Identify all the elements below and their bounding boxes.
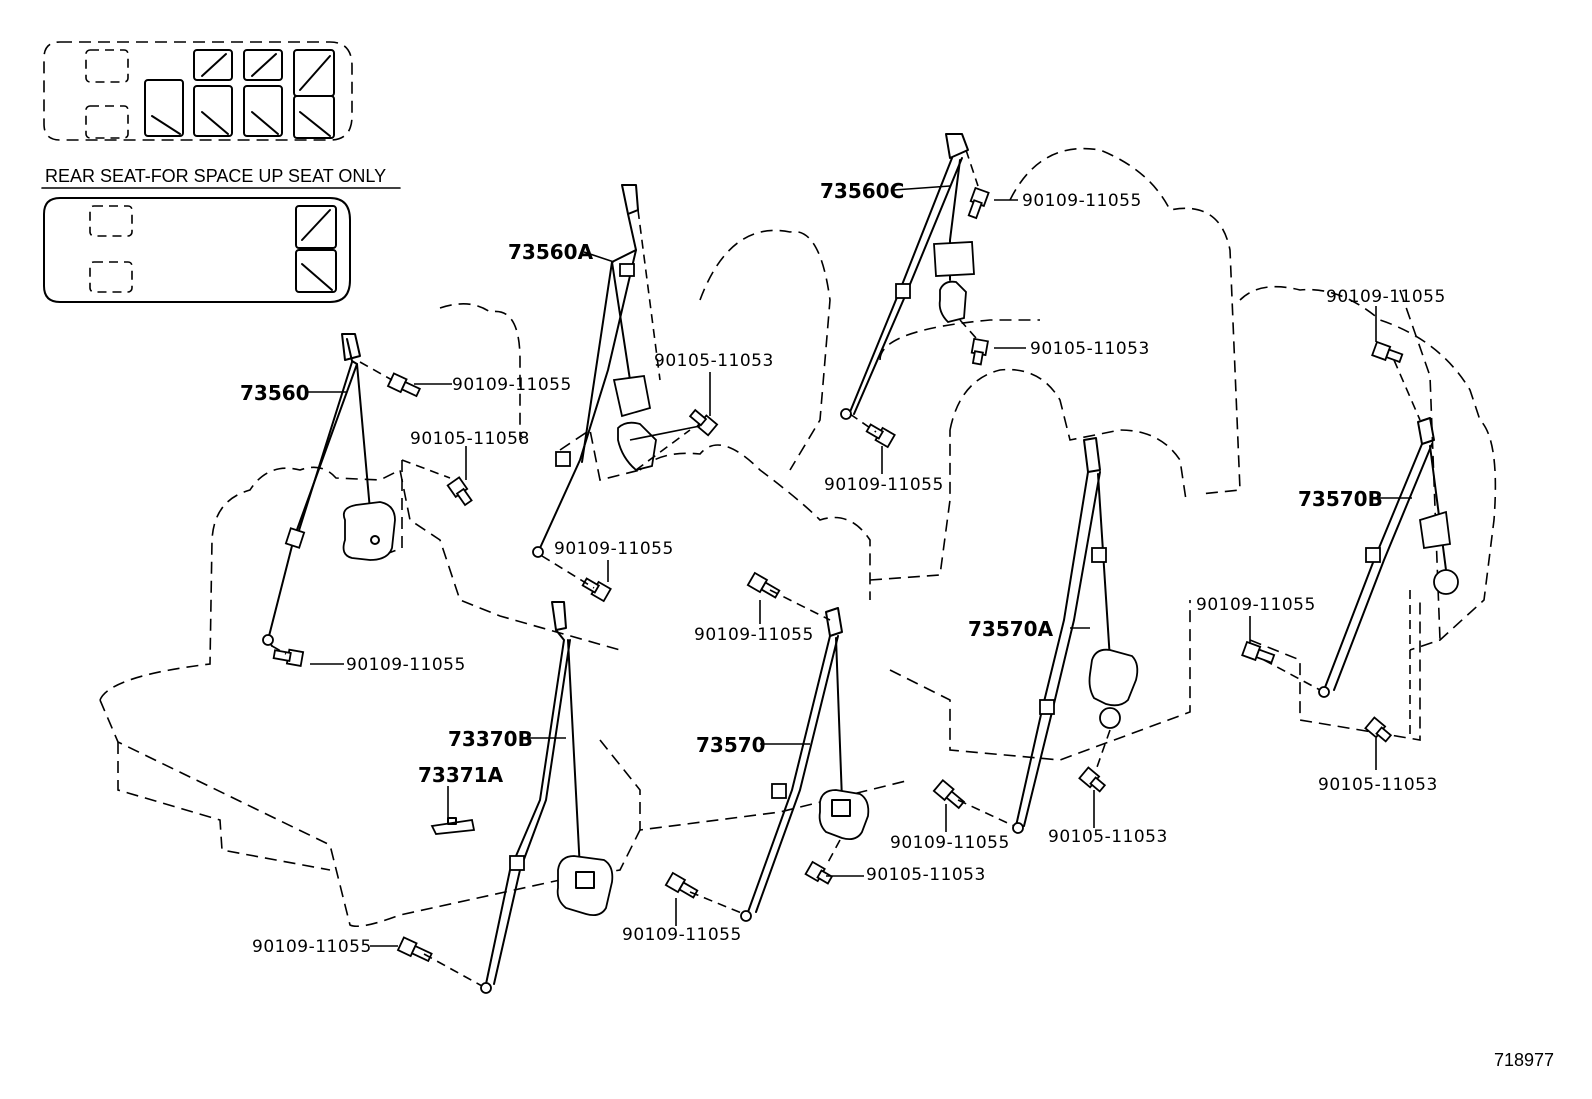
label-bolt: 90109-11055 (1326, 287, 1446, 307)
bolt-icon (386, 372, 422, 398)
label-bolt: 90109-11055 (1022, 191, 1142, 211)
label-bolt: 90109-11055 (622, 925, 742, 945)
label-bolt: 90105-11053 (1318, 775, 1438, 795)
bolt-icon (746, 571, 781, 599)
label-bolt: 90105-11058 (410, 429, 530, 449)
bolt-icon (446, 476, 473, 507)
label-73570B: 73570B (1298, 487, 1383, 511)
bolts (272, 186, 1404, 963)
bolt-icon (1241, 640, 1276, 664)
bolt-icon (865, 423, 896, 449)
label-73570A: 73570A (968, 617, 1054, 641)
bolt-icon (664, 871, 699, 899)
bolt-icon (804, 860, 834, 885)
label-73570: 73570 (696, 733, 766, 757)
seat-belt-73560 (262, 333, 396, 647)
label-73371A: 73371A (418, 763, 504, 787)
section-label: REAR SEAT-FOR SPACE UP SEAT ONLY (45, 166, 386, 186)
label-bolt: 90109-11055 (346, 655, 466, 675)
bolt-icon (396, 936, 433, 963)
label-bolt: 90109-11055 (694, 625, 814, 645)
bolt-icon (970, 337, 989, 366)
bolt-icon (932, 778, 966, 810)
leader-lines (306, 185, 1412, 947)
label-bolt: 90109-11055 (824, 475, 944, 495)
bolt-icon (1371, 340, 1404, 364)
label-bolt: 90109-11055 (1196, 595, 1316, 615)
seat-layout-inset-space-up (43, 197, 351, 303)
bolt-icon (272, 648, 305, 667)
figure-number: 718977 (1494, 1050, 1554, 1070)
part-labels: 73560 73560A 73560C 73570B 73570A 73370B… (240, 179, 1383, 787)
seat-belt-73570 (740, 607, 870, 922)
part-73371A-bracket (430, 817, 476, 835)
label-bolt: 90105-11053 (654, 351, 774, 371)
seat-belt-73570B (1318, 417, 1459, 698)
label-bolt: 90109-11055 (890, 833, 1010, 853)
label-bolt: 90109-11055 (452, 375, 572, 395)
label-bolt: 90105-11053 (1048, 827, 1168, 847)
bolt-icon (967, 186, 990, 220)
seat-outlines (99, 147, 1497, 928)
seat-layout-inset-full (43, 41, 353, 141)
label-73560: 73560 (240, 381, 310, 405)
label-bolt: 90109-11055 (554, 539, 674, 559)
bolt-icon (1364, 716, 1393, 743)
label-73560A: 73560A (508, 240, 594, 264)
label-bolt: 90105-11053 (866, 865, 986, 885)
bolt-labels: 90109-11055 90105-11058 90109-11055 9010… (252, 191, 1446, 957)
seat-belt-73570A (1012, 437, 1139, 834)
label-73370B: 73370B (448, 727, 533, 751)
install-lines (271, 149, 1421, 987)
bolt-icon (581, 577, 612, 603)
bolt-icon (688, 408, 719, 437)
label-73560C: 73560C (820, 179, 904, 203)
seat-belt-73560C (840, 133, 975, 420)
bolt-icon (1078, 766, 1107, 793)
label-bolt: 90105-11053 (1030, 339, 1150, 359)
label-bolt: 90109-11055 (252, 937, 372, 957)
seat-belt-73370B (480, 601, 614, 994)
